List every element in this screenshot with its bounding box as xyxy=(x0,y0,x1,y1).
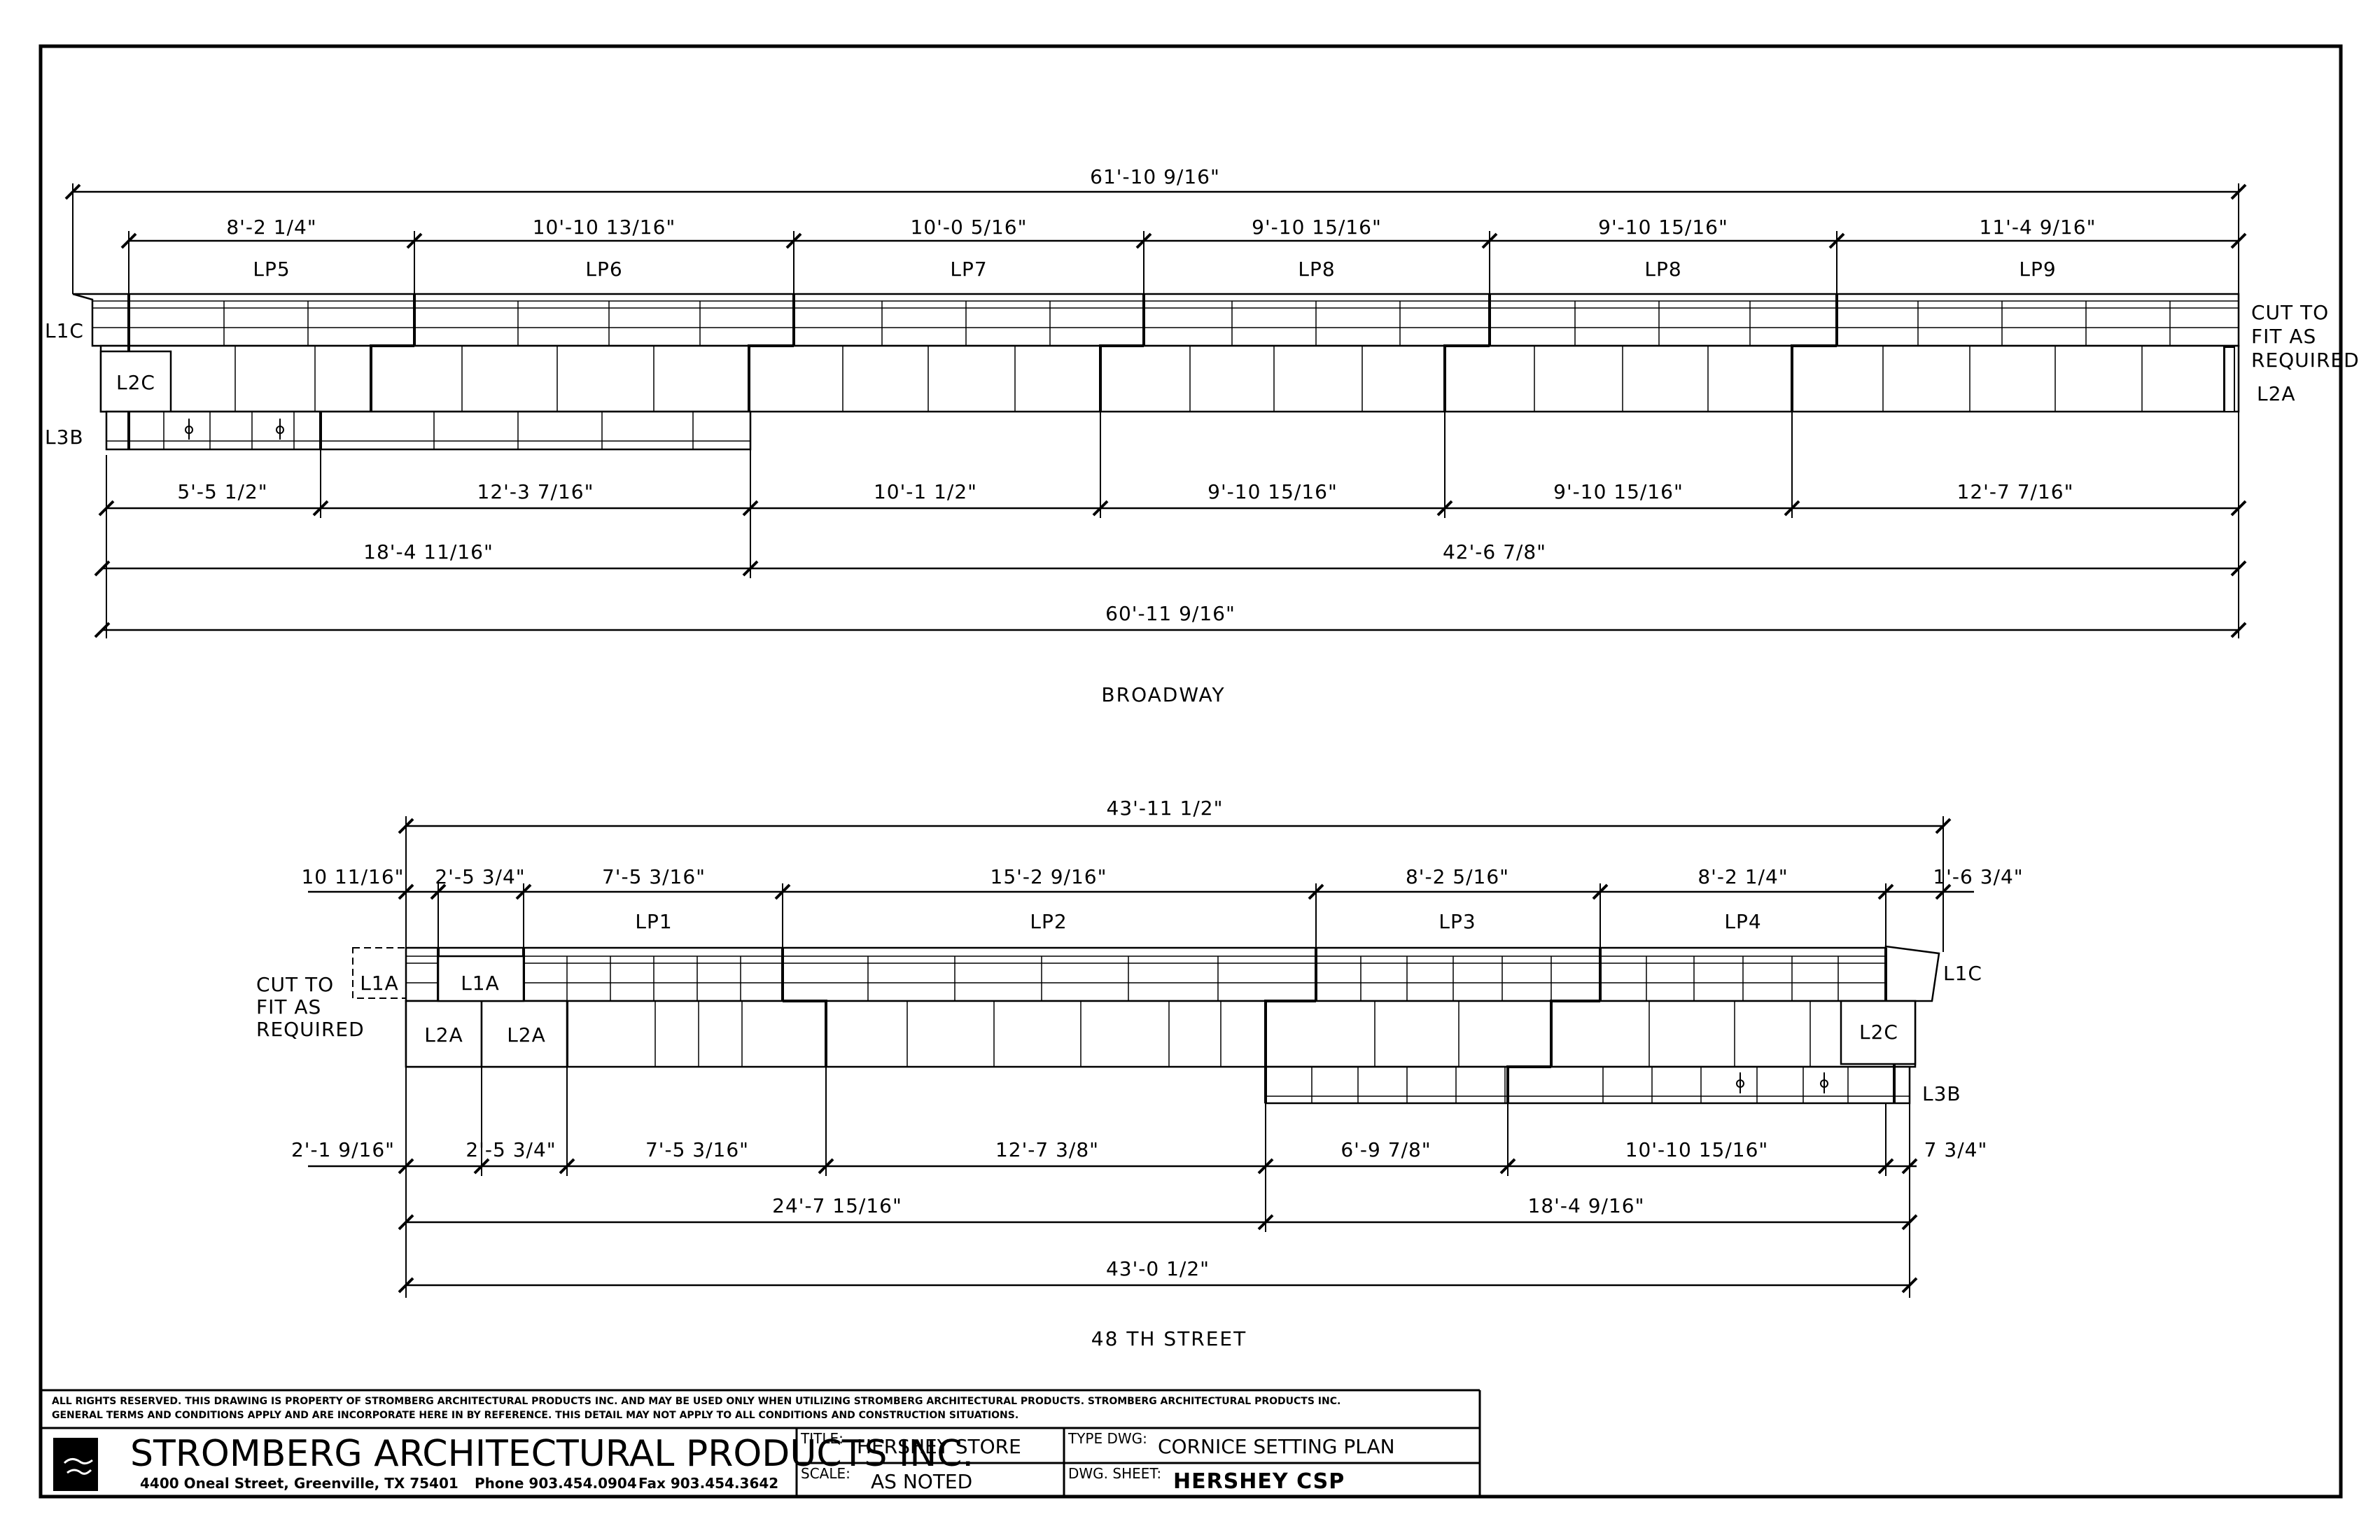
broadway-bottom-dim: 10'-1 1/2" xyxy=(874,480,977,503)
broadway-top-dim: 9'-10 15/16" xyxy=(1598,216,1728,239)
cut-to-fit-note: REQUIRED xyxy=(2251,349,2360,372)
broadway-bottom-dim: 12'-7 7/16" xyxy=(1957,480,2074,503)
sheet-border xyxy=(38,44,2343,1499)
view-title-48th-street: 48 TH STREET xyxy=(1091,1327,1247,1350)
copyright-notice: GENERAL TERMS AND CONDITIONS APPLY AND A… xyxy=(52,1410,1018,1421)
panel-label-lp8: LP8 xyxy=(1644,258,1681,281)
label-l2a: L2A xyxy=(2257,382,2296,405)
street-sub-dim: 24'-7 15/16" xyxy=(772,1194,902,1217)
copyright-notice: ALL RIGHTS RESERVED. THIS DRAWING IS PRO… xyxy=(52,1396,1340,1407)
street-bottom-dim: 12'-7 3/8" xyxy=(995,1138,1099,1161)
street-bottom-dim: 7'-5 3/16" xyxy=(645,1138,749,1161)
street-overall-bottom-dim: 43'-0 1/2" xyxy=(1106,1257,1210,1280)
label-l2a: L2A xyxy=(507,1023,546,1046)
street-top-dim: 2'-5 3/4" xyxy=(435,865,525,888)
company-name: STROMBERG ARCHITECTURAL PRODUCTS INC. xyxy=(130,1433,974,1475)
view-title-broadway: BROADWAY xyxy=(1101,683,1225,706)
broadway-bottom-dim: 12'-3 7/16" xyxy=(477,480,594,503)
broadway-sub-dim: 42'-6 7/8" xyxy=(1443,540,1546,564)
street-top-dim: 1'-6 3/4" xyxy=(1933,865,2023,888)
broadway-bottom-dim: 5'-5 1/2" xyxy=(177,480,267,503)
cut-to-fit-note: CUT TO xyxy=(2251,301,2329,324)
panel-label-lp1: LP1 xyxy=(635,910,672,933)
street-dimension-labels: 43'-11 1/2" 10 11/16" 2'-5 3/4" 7'-5 3/1… xyxy=(256,797,2023,1350)
panel-label-lp9: LP9 xyxy=(2019,258,2056,281)
dwg-sheet-key: DWG. SHEET: xyxy=(1068,1465,1161,1482)
street-bottom-dim: 6'-9 7/8" xyxy=(1340,1138,1431,1161)
panel-label-lp5: LP5 xyxy=(253,258,290,281)
title-block: ALL RIGHTS RESERVED. THIS DRAWING IS PRO… xyxy=(41,1389,1481,1497)
panel-label-lp7: LP7 xyxy=(950,258,987,281)
panel-label-lp3: LP3 xyxy=(1438,910,1476,933)
title-key: TITLE: xyxy=(800,1430,844,1447)
label-l3b: L3B xyxy=(1922,1082,1961,1105)
street-elevation xyxy=(308,816,1974,1298)
title-value: HERSHEY STORE xyxy=(857,1435,1021,1458)
street-overall-top-dim: 43'-11 1/2" xyxy=(1107,797,1224,820)
street-bottom-dim: 2'-1 9/16" xyxy=(291,1138,395,1161)
panel-label-lp4: LP4 xyxy=(1724,910,1761,933)
broadway-top-dim: 11'-4 9/16" xyxy=(1980,216,2096,239)
street-top-dim: 8'-2 1/4" xyxy=(1698,865,1788,888)
broadway-top-dim: 8'-2 1/4" xyxy=(226,216,316,239)
panel-label-lp2: LP2 xyxy=(1030,910,1067,933)
company-fax: Fax 903.454.3642 xyxy=(638,1475,778,1492)
label-l1c: L1C xyxy=(45,319,84,342)
broadway-top-dim: 9'-10 15/16" xyxy=(1252,216,1382,239)
panel-label-lp6: LP6 xyxy=(585,258,622,281)
street-top-dim: 8'-2 5/16" xyxy=(1406,865,1509,888)
broadway-sub-dim: 18'-4 11/16" xyxy=(363,540,493,564)
label-l2c: L2C xyxy=(1859,1021,1898,1044)
label-l2c: L2C xyxy=(116,371,155,394)
street-top-dim: 10 11/16" xyxy=(301,865,404,888)
dwg-sheet-value: HERSHEY CSP xyxy=(1173,1469,1345,1494)
label-l1c: L1C xyxy=(1943,962,1982,985)
company-logo-icon xyxy=(53,1438,98,1491)
broadway-overall-bottom-dim: 60'-11 9/16" xyxy=(1105,602,1236,625)
label-l1a: L1A xyxy=(461,972,500,995)
cut-to-fit-note: FIT AS xyxy=(2251,325,2316,348)
company-phone: Phone 903.454.0904 xyxy=(475,1475,637,1492)
scale-value: AS NOTED xyxy=(871,1470,972,1493)
broadway-bottom-dim: 9'-10 15/16" xyxy=(1208,480,1338,503)
cut-to-fit-note: REQUIRED xyxy=(256,1018,365,1041)
cut-to-fit-note: CUT TO xyxy=(256,973,334,996)
street-top-dim: 15'-2 9/16" xyxy=(990,865,1107,888)
street-bottom-dim: 10'-10 15/16" xyxy=(1625,1138,1769,1161)
label-l3b: L3B xyxy=(45,426,84,449)
street-sub-dim: 18'-4 9/16" xyxy=(1528,1194,1645,1217)
broadway-top-dim: 10'-0 5/16" xyxy=(911,216,1028,239)
type-dwg-value: CORNICE SETTING PLAN xyxy=(1158,1435,1395,1458)
street-top-dim: 7'-5 3/16" xyxy=(602,865,706,888)
broadway-overall-top-dim: 61'-10 9/16" xyxy=(1090,165,1220,188)
broadway-bottom-dim: 9'-10 15/16" xyxy=(1553,480,1684,503)
label-l2a: L2A xyxy=(424,1023,463,1046)
street-bottom-dim: 2'-5 3/4" xyxy=(465,1138,556,1161)
cut-to-fit-note: FIT AS xyxy=(256,995,321,1018)
company-address: 4400 Oneal Street, Greenville, TX 75401 xyxy=(140,1475,458,1492)
broadway-dimension-labels: 61'-10 9/16" 8'-2 1/4" 10'-10 13/16" 10'… xyxy=(45,165,2360,706)
scale-key: SCALE: xyxy=(801,1465,850,1482)
type-dwg-key: TYPE DWG: xyxy=(1068,1430,1147,1447)
broadway-elevation xyxy=(64,183,2247,638)
broadway-top-dim: 10'-10 13/16" xyxy=(533,216,676,239)
street-bottom-dim: 7 3/4" xyxy=(1924,1138,1988,1161)
label-l1a-left: L1A xyxy=(360,972,399,995)
panel-label-lp8: LP8 xyxy=(1298,258,1335,281)
